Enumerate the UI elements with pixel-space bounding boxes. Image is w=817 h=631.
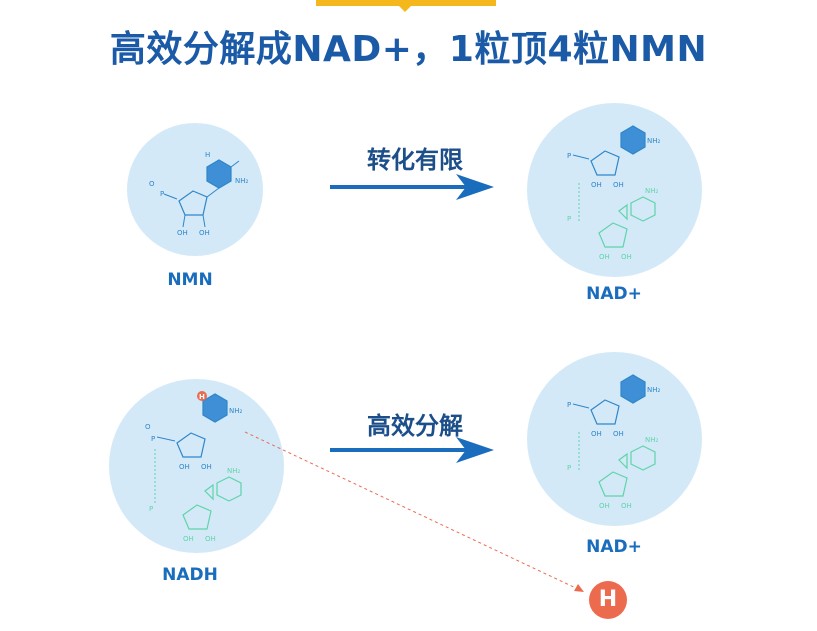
released-hydrogen-badge: H [589,581,627,619]
nmn-oxygen-label: O [149,180,155,188]
top-arrow-label: 转化有限 [367,146,463,174]
nad-bottom-oh-label-2: OH [613,430,624,438]
nad-bottom-green-amide-label: NH₂ [645,436,659,444]
top-arrow [330,174,494,200]
nad-bottom-green-oh-label-2: OH [621,502,632,510]
top-accent-notch [399,6,411,12]
nadh-caption: NADH [162,565,218,585]
nmn-oh-label-2: OH [199,229,210,237]
nad-bottom-green-oh-label-1: OH [599,502,610,510]
nadh-green-oh-label-2: OH [205,535,216,543]
nad-top-oh-label-1: OH [591,181,602,189]
nad-top-caption: NAD+ [586,284,642,304]
nmn-molecule: O P OH OH H NH₂ [127,123,263,256]
nad-bottom-amide-label: NH₂ [647,386,661,394]
nad-bottom-phosphorus-label: P [567,401,571,409]
nad-bottom-oh-label-1: OH [591,430,602,438]
nadh-green-phosphorus-label: P [149,505,153,513]
nad-bottom-caption: NAD+ [586,537,642,557]
page-title: 高效分解成NAD+，1粒顶4粒NMN [109,29,708,70]
nadh-oxygen-label: O [145,423,151,431]
nmn-phosphorus-label: P [160,190,164,198]
nad-top-green-phosphorus-label: P [567,215,571,223]
nad-bottom-molecule: P OH OH NH₂ P OH OH NH₂ [527,352,702,526]
nadh-green-oh-label-1: OH [183,535,194,543]
nad-top-green-oh-label-1: OH [599,253,610,261]
nad-top-green-oh-label-2: OH [621,253,632,261]
bottom-arrow [330,437,494,463]
nadh-hydrogen-marker: H [199,393,205,401]
nadh-oh-label-2: OH [201,463,212,471]
nad-bottom-green-phosphorus-label: P [567,464,571,472]
top-accent-tab [316,0,496,6]
nmn-caption: NMN [167,270,213,290]
nad-top-green-amide-label: NH₂ [645,187,659,195]
nadh-oh-label-1: OH [179,463,190,471]
nmn-oh-label-1: OH [177,229,188,237]
nmn-amide-label: NH₂ [235,177,249,185]
nad-top-molecule: P OH OH NH₂ P OH OH NH₂ [527,103,702,277]
nad-top-phosphorus-label: P [567,152,571,160]
nad-top-oh-label-2: OH [613,181,624,189]
nadh-green-amide-label: NH₂ [227,467,241,475]
nadh-phosphorus-label: P [151,435,155,443]
nadh-molecule: O P OH OH H NH₂ P OH OH NH₂ [109,379,284,553]
nmn-hydrogen-label: H [205,151,210,159]
bottom-arrow-label: 高效分解 [367,412,463,440]
nadh-amide-label: NH₂ [229,407,243,415]
nad-top-amide-label: NH₂ [647,137,661,145]
